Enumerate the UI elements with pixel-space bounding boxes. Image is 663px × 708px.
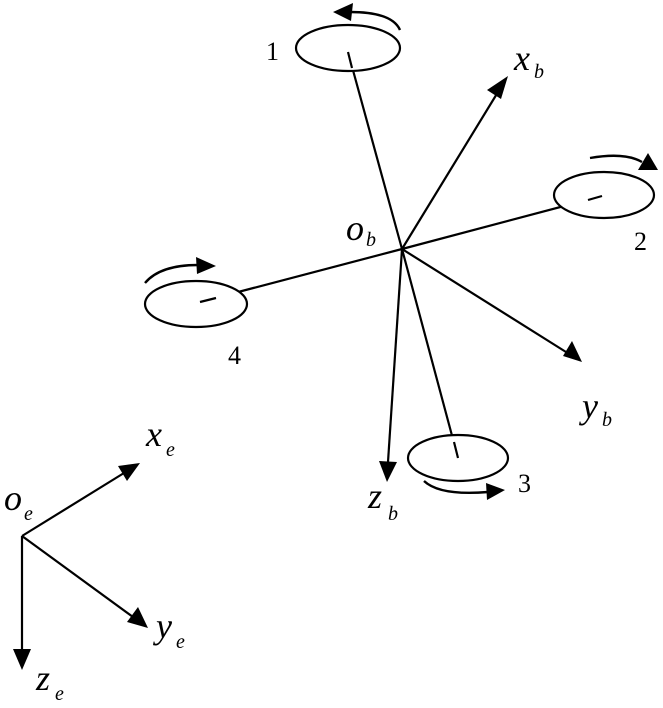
earth-origin-label: o e xyxy=(4,478,33,525)
body-origin-subscript: b xyxy=(366,229,376,251)
body-y-axis-arrow xyxy=(401,248,582,362)
rotor-4-label: 4 xyxy=(228,341,241,370)
rotor-4-hub xyxy=(199,296,217,304)
body-x-symbol: x xyxy=(513,38,530,78)
rotor-4-disk xyxy=(143,279,249,329)
rotor-3-label: 3 xyxy=(518,469,531,498)
body-x-subscript: b xyxy=(534,61,544,83)
rotor-1-hub xyxy=(346,51,354,69)
rotor-2-rotation-arrow xyxy=(589,153,658,170)
body-origin-label: o b xyxy=(346,208,376,251)
earth-z-axis-label: z e xyxy=(35,658,64,705)
earth-y-axis-arrow xyxy=(21,535,148,628)
rotor-1-disk xyxy=(294,23,402,73)
earth-x-axis-arrow xyxy=(21,463,140,537)
earth-origin-subscript: e xyxy=(24,503,33,525)
rotor-2-disk xyxy=(552,170,656,220)
earth-z-symbol: z xyxy=(35,658,50,698)
earth-origin-symbol: o xyxy=(4,478,22,518)
body-y-symbol: y xyxy=(579,386,598,426)
body-z-subscript: b xyxy=(388,503,398,525)
body-z-symbol: z xyxy=(367,476,382,516)
earth-z-axis-arrow xyxy=(13,536,31,670)
earth-x-axis-label: x e xyxy=(145,414,175,461)
body-origin-symbol: o xyxy=(346,208,364,248)
rotor-1-rotation-arrow xyxy=(333,3,402,31)
rotor-3-hub xyxy=(452,441,460,459)
body-y-axis-label: y b xyxy=(579,386,612,431)
body-z-axis-arrow xyxy=(379,248,404,482)
body-z-axis-label: z b xyxy=(367,476,398,525)
body-y-subscript: b xyxy=(602,409,612,431)
earth-x-subscript: e xyxy=(166,439,175,461)
earth-x-symbol: x xyxy=(145,414,162,454)
body-x-axis-arrow xyxy=(401,76,508,250)
earth-y-symbol: y xyxy=(153,606,172,646)
earth-y-axis-label: y e xyxy=(153,606,185,653)
arm-rotor-3 xyxy=(400,248,460,459)
earth-z-subscript: e xyxy=(55,683,64,705)
rotor-2-label: 2 xyxy=(634,227,647,256)
body-x-axis-label: x b xyxy=(513,38,544,83)
rotor-4-rotation-arrow xyxy=(144,257,216,284)
rotor-1-label: 1 xyxy=(266,37,279,66)
arm-rotor-1 xyxy=(346,51,404,250)
earth-y-subscript: e xyxy=(176,631,185,653)
rotor-3-rotation-arrow xyxy=(423,480,505,500)
rotor-2-hub xyxy=(587,194,603,202)
